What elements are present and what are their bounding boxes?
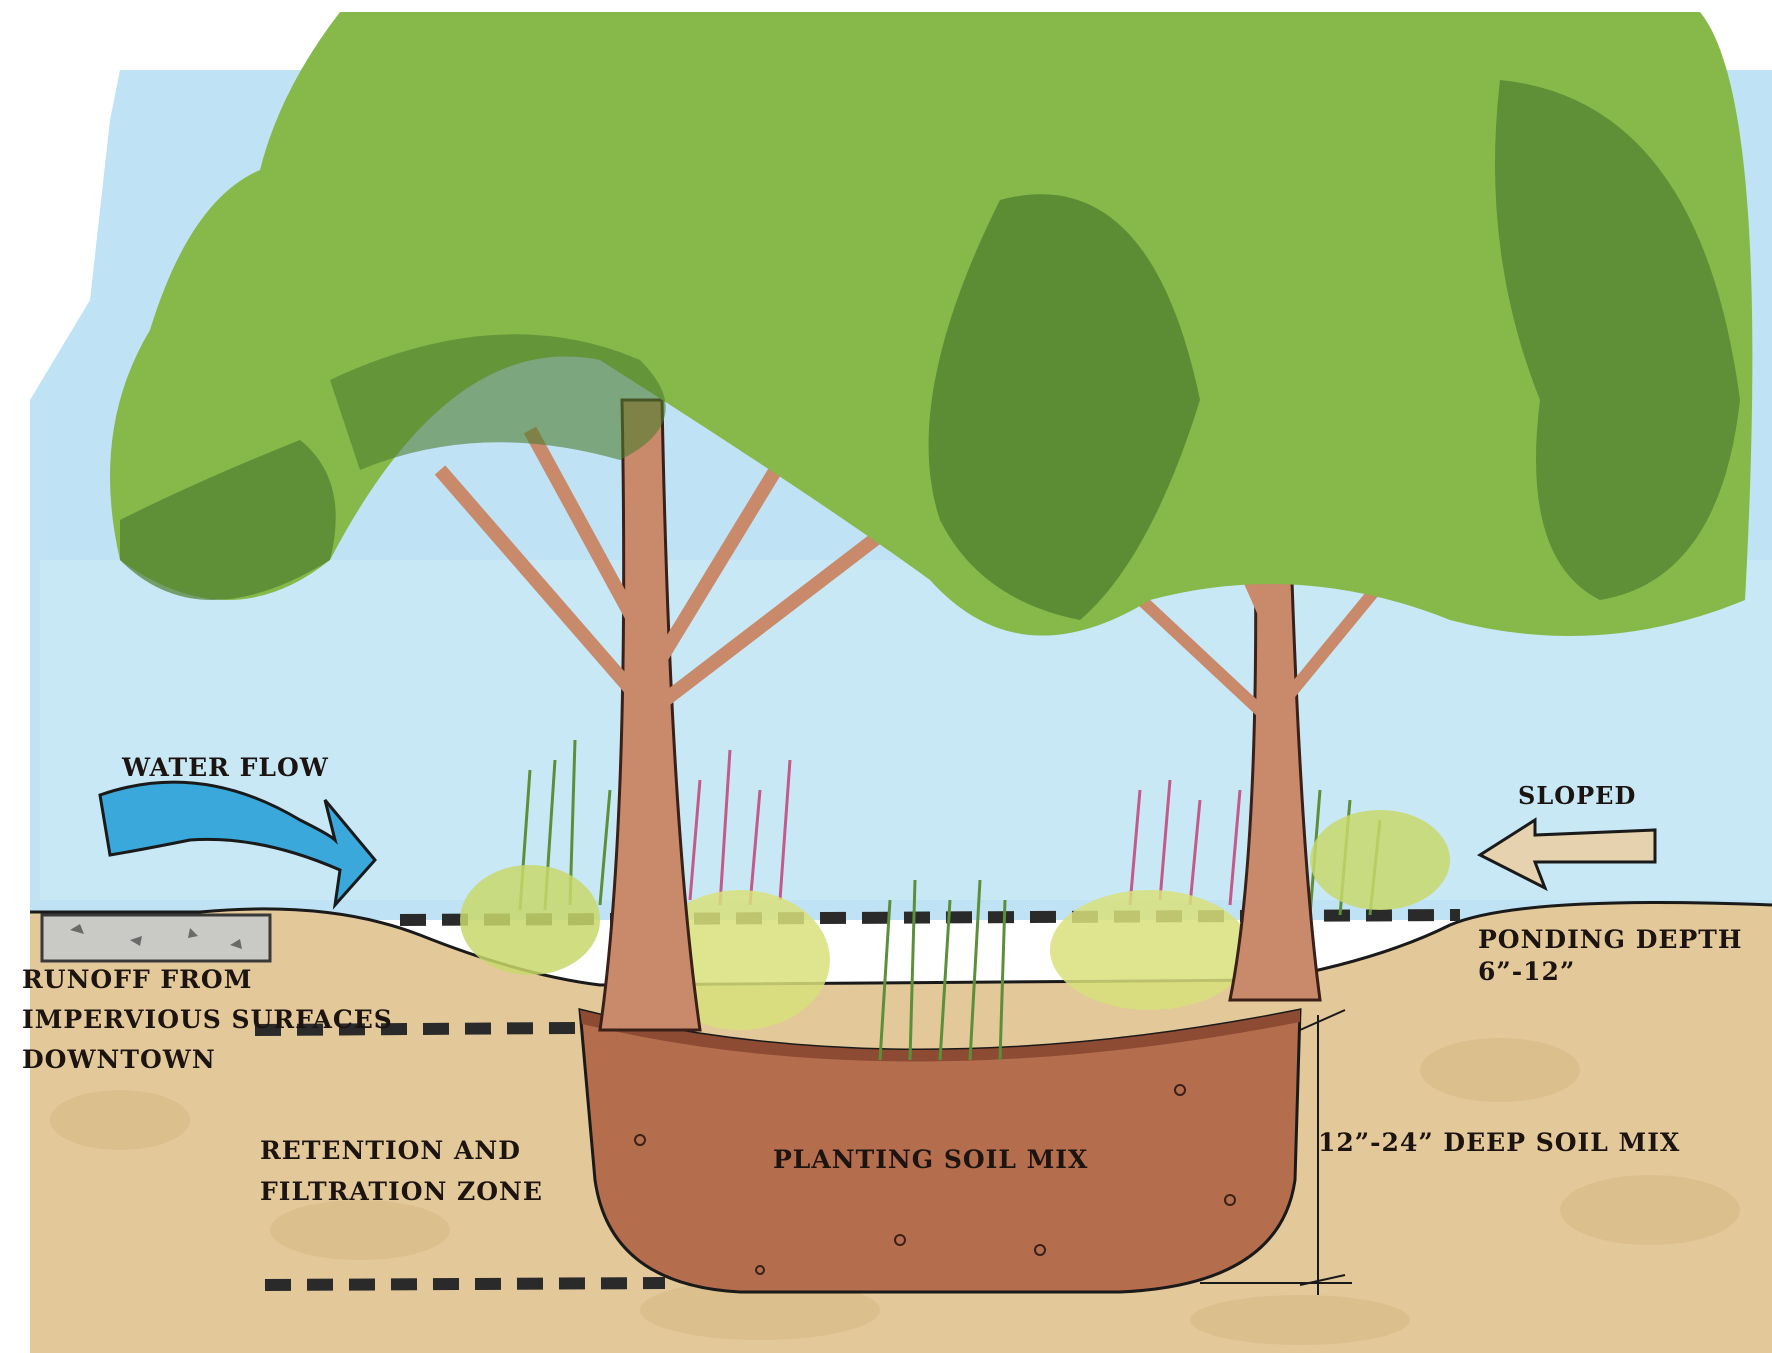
water-flow-arrow	[98, 780, 377, 910]
sloped-label: SLOPED	[1518, 781, 1637, 810]
runoff-line1: RUNOFF FROM	[22, 965, 253, 994]
runoff-line3: DOWNTOWN	[22, 1045, 216, 1074]
retention-zone-label: RETENTION AND FILTRATION ZONE	[260, 1130, 543, 1212]
deep-soil-mix-label: 12”-24” DEEP SOIL MIX	[1318, 1128, 1681, 1157]
runoff-label: RUNOFF FROM IMPERVIOUS SURFACES DOWNTOWN	[22, 960, 393, 1080]
retention-line1: RETENTION AND	[260, 1136, 521, 1165]
planting-soil-mix-label: PLANTING SOIL MIX	[773, 1145, 1089, 1174]
planting-soil-basin	[578, 1008, 1302, 1294]
sloped-arrow	[1476, 817, 1657, 892]
runoff-line2: IMPERVIOUS SURFACES	[22, 1005, 393, 1034]
impervious-pavement	[40, 913, 272, 963]
retention-line2: FILTRATION ZONE	[260, 1177, 543, 1206]
ponding-depth-label: PONDING DEPTH 6”-12”	[1478, 924, 1742, 988]
tree-canopy	[110, 12, 1753, 636]
depth-dimension-line	[1200, 1009, 1352, 1295]
water-flow-label: WATER FLOW	[122, 753, 329, 782]
ponding-depth-line2: 6”-12”	[1478, 957, 1576, 986]
tree-trunks	[434, 398, 1405, 1032]
ponding-depth-line1: PONDING DEPTH	[1478, 925, 1743, 954]
